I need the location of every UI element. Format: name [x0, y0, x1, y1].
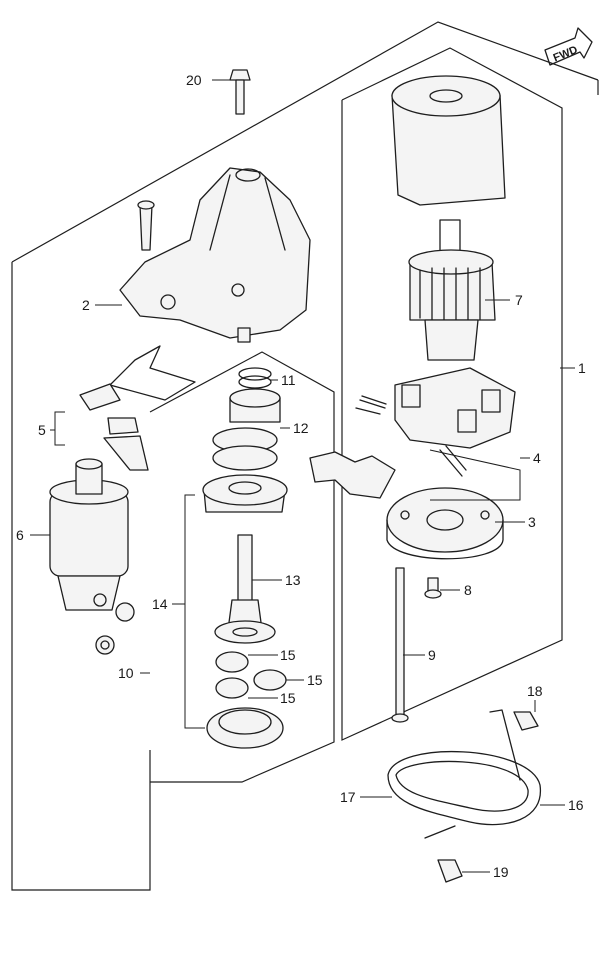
- yoke-housing: [391, 75, 506, 206]
- callout-6: 6: [16, 527, 24, 543]
- bolt-20: [229, 69, 251, 115]
- armature-7: [408, 219, 496, 361]
- callout-2: 2: [82, 297, 90, 313]
- callout-1: 1: [578, 360, 586, 376]
- callout-16: 16: [568, 797, 584, 813]
- callout-11: 11: [281, 372, 296, 388]
- fwd-arrow-badge: FWD: [544, 27, 593, 66]
- screw-8: [424, 577, 442, 599]
- assembly-frame: [11, 21, 599, 891]
- callout-14: 14: [152, 596, 168, 612]
- callout-4: 4: [533, 450, 541, 466]
- callout-20: 20: [186, 72, 202, 88]
- callout-labels: 20 2 1 7 4 3 5 6 8 9 10 11 12 13 14 15 1…: [16, 72, 586, 880]
- callout-7: 7: [515, 292, 523, 308]
- callout-9: 9: [428, 647, 436, 663]
- callout-8: 8: [464, 582, 472, 598]
- output-shaft-13: [214, 534, 276, 644]
- callout-19: 19: [493, 864, 509, 880]
- bracket-16-17: [387, 709, 541, 839]
- planet-gears-15: [215, 651, 287, 699]
- screw-18: [513, 711, 539, 731]
- leader-lines: [30, 79, 575, 873]
- callout-18: 18: [527, 683, 543, 699]
- through-bolt-9: [391, 567, 409, 723]
- callout-10: 10: [118, 665, 134, 681]
- contact-bracket-5: [79, 345, 196, 471]
- brush-holder-4: [309, 367, 516, 499]
- callout-13: 13: [285, 572, 301, 588]
- callout-15-lower: 15: [280, 690, 296, 706]
- nut-10: [95, 635, 115, 655]
- fwd-badge-text: FWD: [552, 44, 580, 65]
- callout-17: 17: [340, 789, 356, 805]
- callout-12: 12: [293, 420, 309, 436]
- callout-5: 5: [38, 422, 46, 438]
- gear-stack-11-12: [202, 367, 288, 513]
- solenoid-6: [49, 458, 135, 622]
- callout-15-right: 15: [307, 672, 323, 688]
- end-plate-3: [386, 487, 504, 560]
- internal-gear-14: [206, 707, 284, 749]
- end-housing-2: [119, 167, 311, 343]
- callout-15-upper: 15: [280, 647, 296, 663]
- callout-3: 3: [528, 514, 536, 530]
- screw-19: [437, 859, 463, 883]
